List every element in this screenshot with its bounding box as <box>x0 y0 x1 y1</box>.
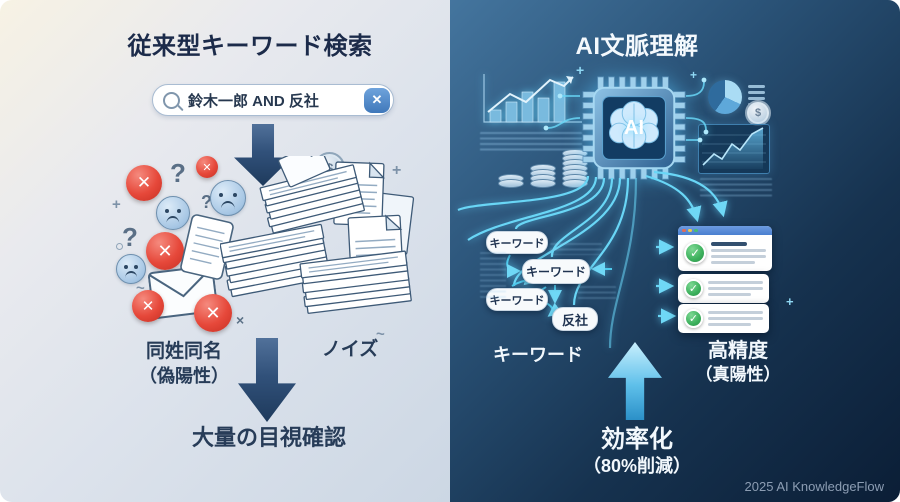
panel-ai-context: AI文脈理解 <box>450 0 900 502</box>
card-browser-bar <box>678 226 772 235</box>
frown-face-icon <box>116 254 146 284</box>
label-false-positive-line2: （偽陽性） <box>139 365 229 386</box>
search-bar[interactable]: 鈴木一郎 AND 反社 ✕ <box>152 84 394 116</box>
keyword-pill: キーワード <box>522 259 590 284</box>
search-icon <box>163 91 180 109</box>
bar-chart-icon <box>483 74 582 123</box>
check-icon: ✓ <box>684 279 703 298</box>
coin-stack <box>498 174 524 188</box>
label-precision-line1: 高精度 <box>708 340 768 362</box>
question-mark-icon: ? <box>122 222 138 252</box>
watermark: 2025 AI KnowledgeFlow <box>744 479 884 494</box>
error-x-icon: ✕ <box>132 290 164 322</box>
circle-decoration <box>116 243 123 250</box>
document-piles <box>220 156 415 314</box>
sad-face-icon <box>156 196 190 230</box>
result-card: ✓ <box>678 304 769 333</box>
ai-chip-icon <box>582 76 686 180</box>
pie-chart-icon <box>708 80 742 114</box>
label-efficiency-line1: 効率化 <box>601 426 673 453</box>
placeholder-text <box>700 178 772 197</box>
label-false-positive-line1: 同姓同名 <box>145 341 222 362</box>
label-efficiency: 効率化 （80%削減） <box>542 424 732 479</box>
check-icon: ✓ <box>684 242 706 264</box>
plus-decoration: + <box>690 68 698 82</box>
result-card: ✓ <box>678 274 769 303</box>
left-title: 従来型キーワード検索 <box>127 33 373 60</box>
plus-decoration: + <box>576 62 585 78</box>
label-keyword: キーワード <box>493 345 583 365</box>
panel-traditional-search: 従来型キーワード検索 鈴木一郎 AND 反社 ✕ ✕ ✕ ? ? ? ✕ ✕ <box>0 0 450 502</box>
placeholder-text <box>480 132 582 153</box>
result-card: ✓ <box>678 226 772 271</box>
label-precision: 高精度 （真陽性） <box>676 338 800 386</box>
keyword-pill: キーワード <box>486 231 548 254</box>
label-precision-line2: （真陽性） <box>695 365 781 384</box>
plus-decoration: + <box>392 162 402 179</box>
error-x-icon: ✕ <box>146 232 184 270</box>
chip-ai-label: AI <box>624 116 644 139</box>
search-query[interactable]: 鈴木一郎 AND 反社 <box>188 92 319 110</box>
label-noise: ノイズ <box>321 339 379 360</box>
error-x-icon: ✕ <box>196 156 218 178</box>
placeholder-text <box>578 286 616 302</box>
paper-icon <box>180 214 234 280</box>
label-manual-review: 大量の目視確認 <box>191 425 346 450</box>
error-x-icon: ✕ <box>126 165 162 201</box>
thinking-face-icon <box>210 180 246 216</box>
clear-search-button[interactable]: ✕ <box>364 87 390 113</box>
error-x-icon: ✕ <box>194 294 232 332</box>
placeholder-text <box>480 252 506 298</box>
label-false-positive: 同姓同名 （偽陽性） <box>109 340 259 388</box>
check-icon: ✓ <box>684 309 703 328</box>
plus-decoration: + <box>112 196 121 213</box>
multiply-decoration: × <box>236 312 245 328</box>
right-title: AI文脈理解 <box>575 33 699 60</box>
question-mark-icon: ? <box>201 192 212 212</box>
hansha-pill: 反社 <box>552 307 598 331</box>
label-efficiency-line2: （80%削減） <box>582 456 692 477</box>
dollar-coin-icon: $ <box>745 100 771 126</box>
tilde-decoration: ~ <box>136 280 145 297</box>
placeholder-text <box>550 243 602 255</box>
coin-stack <box>530 164 556 188</box>
up-arrow-icon <box>608 342 662 420</box>
keyword-pill: キーワード <box>486 288 548 311</box>
plus-decoration: + <box>786 294 794 309</box>
question-mark-icon: ? <box>170 158 186 188</box>
line-chart-card <box>698 124 770 174</box>
tilde-decoration: ~ <box>376 326 385 343</box>
